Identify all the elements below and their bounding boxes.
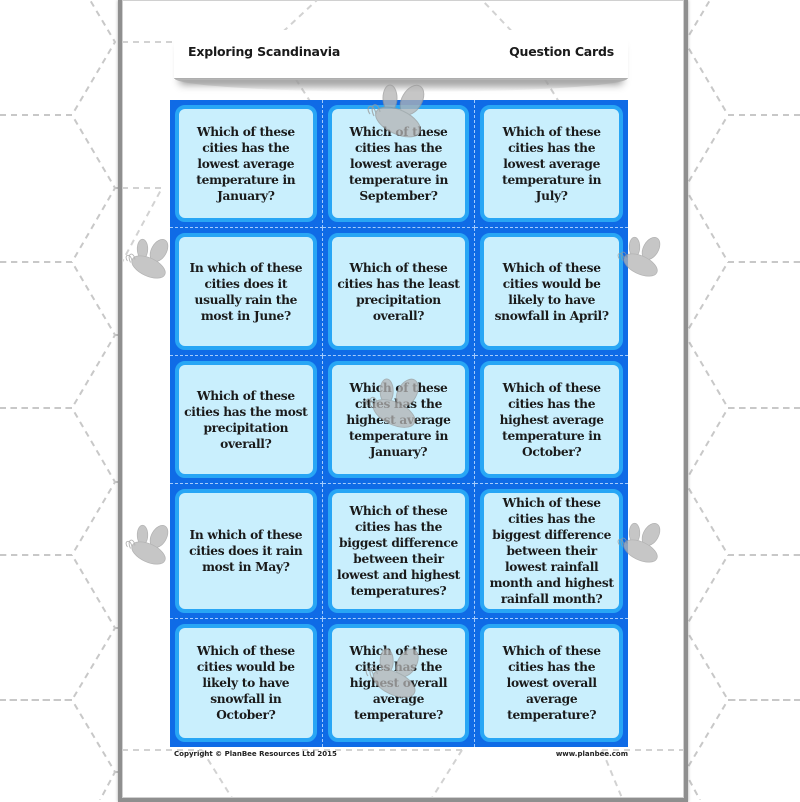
bee-icon (617, 522, 661, 563)
website-url: www.planbee.com (555, 750, 628, 758)
bee-icon (365, 648, 419, 698)
worksheet-subtitle: Question Cards (509, 44, 614, 59)
question-text: Which of these cities has the lowest ave… (196, 124, 296, 203)
question-text: Which of these cities has the biggest di… (337, 504, 460, 598)
card-cell: Which of these cities has the highest av… (475, 356, 628, 484)
question-card: Which of these cities would be likely to… (175, 624, 317, 742)
bee-icon (617, 236, 661, 277)
worksheet-title: Exploring Scandinavia (188, 44, 341, 59)
question-card: Which of these cities has the biggest di… (327, 489, 470, 613)
card-cell: Which of these cities has the most preci… (170, 356, 323, 484)
copyright-notice: Copyright © PlanBee Resources Ltd 2015 (174, 750, 337, 758)
question-card: In which of these cities does it rain mo… (175, 489, 317, 613)
question-text: Which of these cities has the highest av… (499, 380, 605, 459)
question-text: In which of these cities does it rain mo… (189, 528, 303, 574)
bee-icon (367, 84, 425, 138)
question-card: Which of these cities has the biggest di… (480, 489, 623, 613)
card-cell: In which of these cities does it rain mo… (170, 484, 323, 619)
question-card: Which of these cities has the least prec… (327, 233, 470, 350)
question-card: Which of these cities has the highest av… (480, 361, 623, 478)
card-cell: Which of these cities has the biggest di… (322, 484, 476, 619)
card-cell: Which of these cities has the lowest ave… (170, 100, 323, 228)
question-card-grid: Which of these cities has the lowest ave… (170, 100, 628, 747)
question-text: Which of these cities has the most preci… (184, 388, 308, 451)
question-text: Which of these cities has the biggest di… (489, 496, 614, 606)
question-text: Which of these cities has the least prec… (337, 260, 460, 323)
card-cell: Which of these cities would be likely to… (170, 619, 323, 747)
question-text: Which of these cities has the lowest ove… (502, 644, 601, 722)
question-text: Which of these cities would be likely to… (494, 260, 609, 323)
card-cell: Which of these cities would be likely to… (475, 228, 628, 356)
card-cell: Which of these cities has the least prec… (322, 228, 476, 356)
worksheet-page: Exploring Scandinavia Question Cards Whi… (118, 0, 688, 802)
card-cell: Which of these cities has the lowest ove… (475, 619, 628, 747)
question-text: In which of these cities does it usually… (189, 260, 303, 323)
bee-icon (125, 238, 169, 279)
header-banner: Exploring Scandinavia Question Cards (174, 30, 628, 92)
question-card: Which of these cities has the lowest ave… (175, 105, 317, 222)
card-cell: In which of these cities does it usually… (170, 228, 323, 356)
card-cell: Which of these cities has the lowest ave… (475, 100, 628, 228)
card-cell: Which of these cities has the biggest di… (475, 484, 628, 619)
question-card: In which of these cities does it usually… (175, 233, 317, 350)
question-text: Which of these cities has the lowest ave… (502, 124, 602, 203)
question-text: Which of these cities would be likely to… (196, 644, 295, 722)
question-card: Which of these cities would be likely to… (480, 233, 623, 350)
question-card: Which of these cities has the lowest ove… (480, 624, 623, 742)
bee-icon (125, 524, 169, 565)
question-card: Which of these cities has the lowest ave… (480, 105, 623, 222)
bee-icon (365, 378, 419, 428)
question-card: Which of these cities has the most preci… (175, 361, 317, 478)
